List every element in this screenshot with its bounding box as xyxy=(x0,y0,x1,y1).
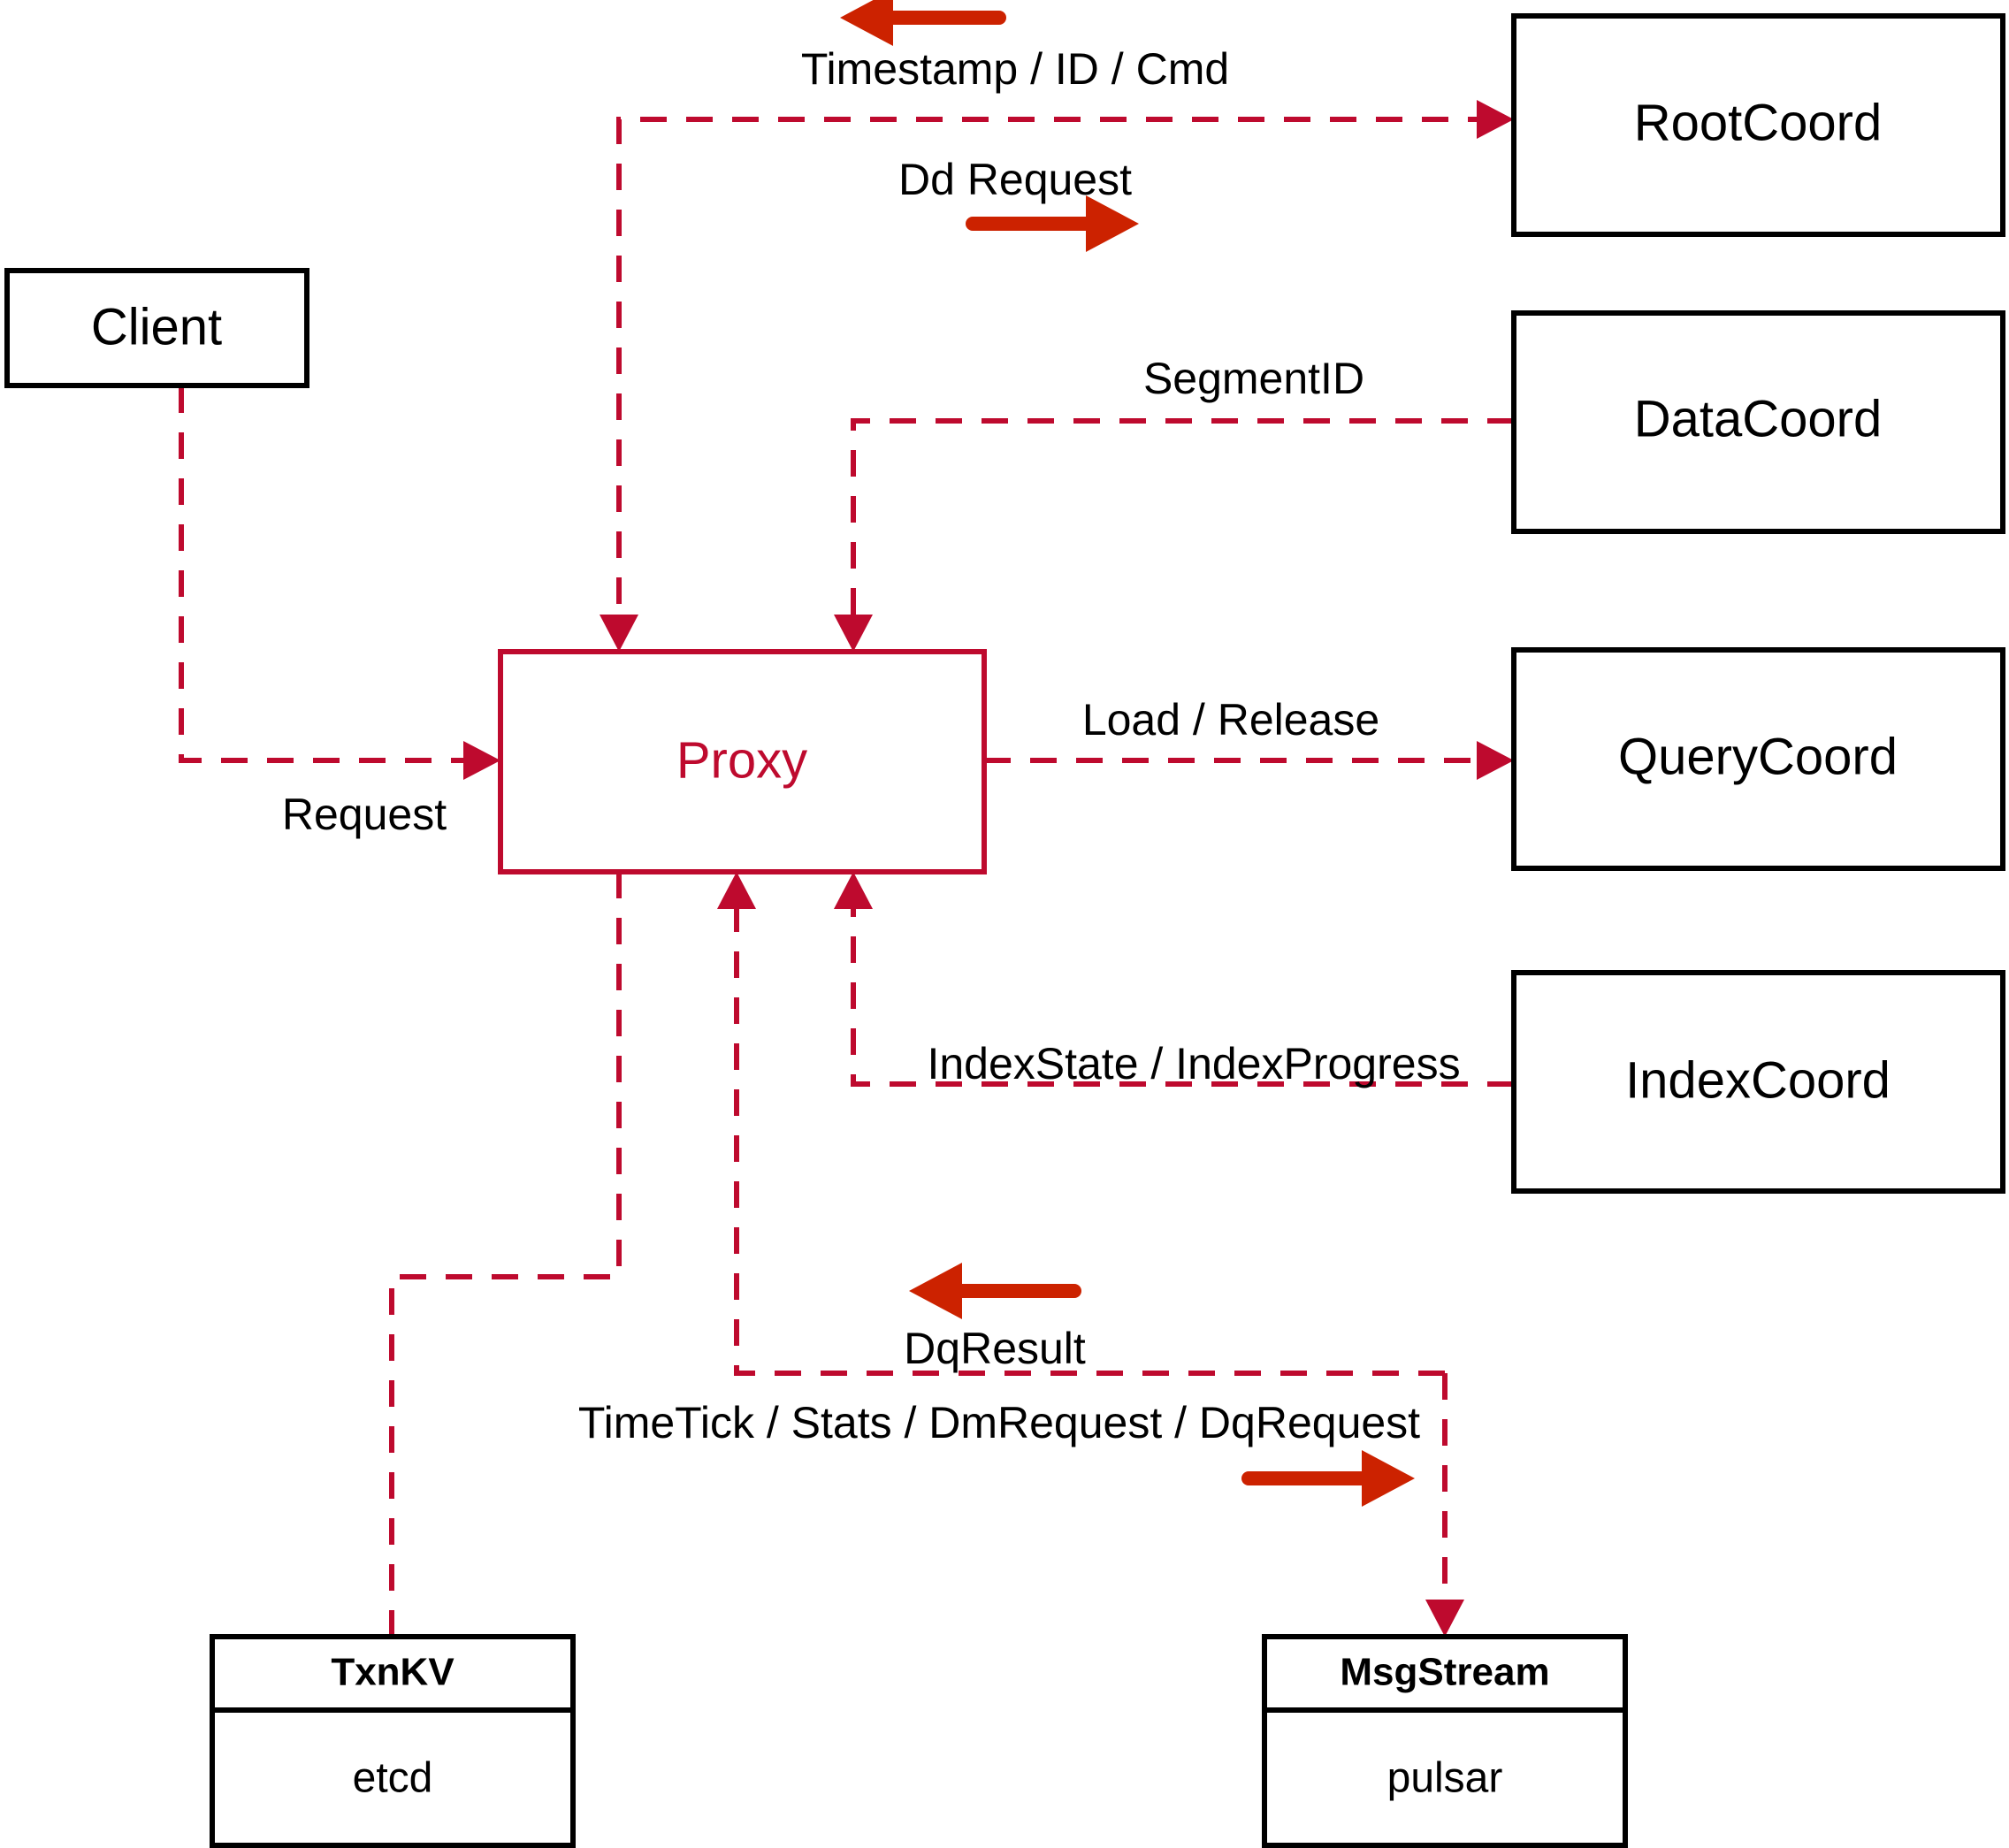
node-txnkv-impl: etcd xyxy=(353,1755,433,1802)
edge-label-timestamp-id-cmd: Timestamp / ID / Cmd xyxy=(801,44,1229,94)
arrowhead-proxy-left xyxy=(463,741,500,780)
edge-proxy-to-rootcoord xyxy=(600,100,1514,652)
edge-label-timetick-stats: TimeTick / Stats / DmRequest / DqRequest xyxy=(578,1398,1420,1447)
node-indexcoord[interactable]: IndexCoord xyxy=(1511,970,2005,1194)
edge-msgstream-to-proxy xyxy=(717,872,1445,1376)
node-msgstream-impl: pulsar xyxy=(1387,1755,1503,1802)
node-msgstream-label: MsgStream xyxy=(1340,1651,1549,1694)
node-client[interactable]: Client xyxy=(4,268,309,388)
arrowhead-timestamp-left xyxy=(840,0,893,46)
node-datacoord-label: DataCoord xyxy=(1634,390,1882,447)
edge-label-request: Request xyxy=(282,790,447,839)
arrowhead-dq-result-left xyxy=(909,1263,962,1319)
arrowhead-rootcoord-left xyxy=(1477,100,1514,139)
edge-proxy-to-txnkv xyxy=(389,872,622,1637)
node-datacoord[interactable]: DataCoord xyxy=(1511,310,2005,534)
arrowhead-proxy-bottom-right xyxy=(834,872,873,909)
arrowhead-dd-request-right xyxy=(1086,195,1139,252)
node-rootcoord[interactable]: RootCoord xyxy=(1511,13,2005,237)
node-querycoord[interactable]: QueryCoord xyxy=(1511,647,2005,871)
node-client-label: Client xyxy=(91,298,222,355)
node-indexcoord-label: IndexCoord xyxy=(1625,1051,1891,1109)
node-rootcoord-label: RootCoord xyxy=(1634,94,1882,151)
node-txnkv-label: TxnKV xyxy=(331,1651,455,1694)
arrowhead-proxy-top-left xyxy=(600,615,638,652)
node-proxy[interactable]: Proxy xyxy=(498,649,987,874)
direction-arrow-dd-request xyxy=(966,195,1139,252)
node-txnkv[interactable]: TxnKV etcd xyxy=(210,1634,576,1848)
edge-proxy-to-querycoord xyxy=(984,741,1514,780)
direction-arrow-dq-result xyxy=(909,1263,1081,1319)
direction-arrow-timestamp xyxy=(840,0,1006,46)
arrowhead-proxy-bottom-mid xyxy=(717,872,756,909)
arrowhead-msgstream-top xyxy=(1425,1600,1464,1637)
arrowhead-timetick-right xyxy=(1362,1450,1415,1507)
edge-label-dq-result: DqResult xyxy=(904,1324,1086,1373)
node-proxy-label: Proxy xyxy=(676,731,807,789)
node-msgstream[interactable]: MsgStream pulsar xyxy=(1262,1634,1628,1848)
direction-arrow-timetick xyxy=(1241,1450,1415,1507)
edge-label-segment-id: SegmentID xyxy=(1143,354,1364,403)
arrowhead-proxy-top-right xyxy=(834,615,873,652)
edge-label-load-release: Load / Release xyxy=(1082,695,1379,745)
edge-proxy-to-msgstream xyxy=(1425,1373,1464,1637)
arrowhead-querycoord-left xyxy=(1477,741,1514,780)
edge-label-dd-request: Dd Request xyxy=(898,155,1132,204)
edge-client-to-proxy xyxy=(179,386,500,780)
node-querycoord-label: QueryCoord xyxy=(1618,728,1898,785)
edge-indexcoord-to-proxy xyxy=(834,872,1514,1087)
edge-datacoord-to-proxy xyxy=(834,418,1514,652)
edge-label-index-state-progress: IndexState / IndexProgress xyxy=(927,1039,1460,1088)
